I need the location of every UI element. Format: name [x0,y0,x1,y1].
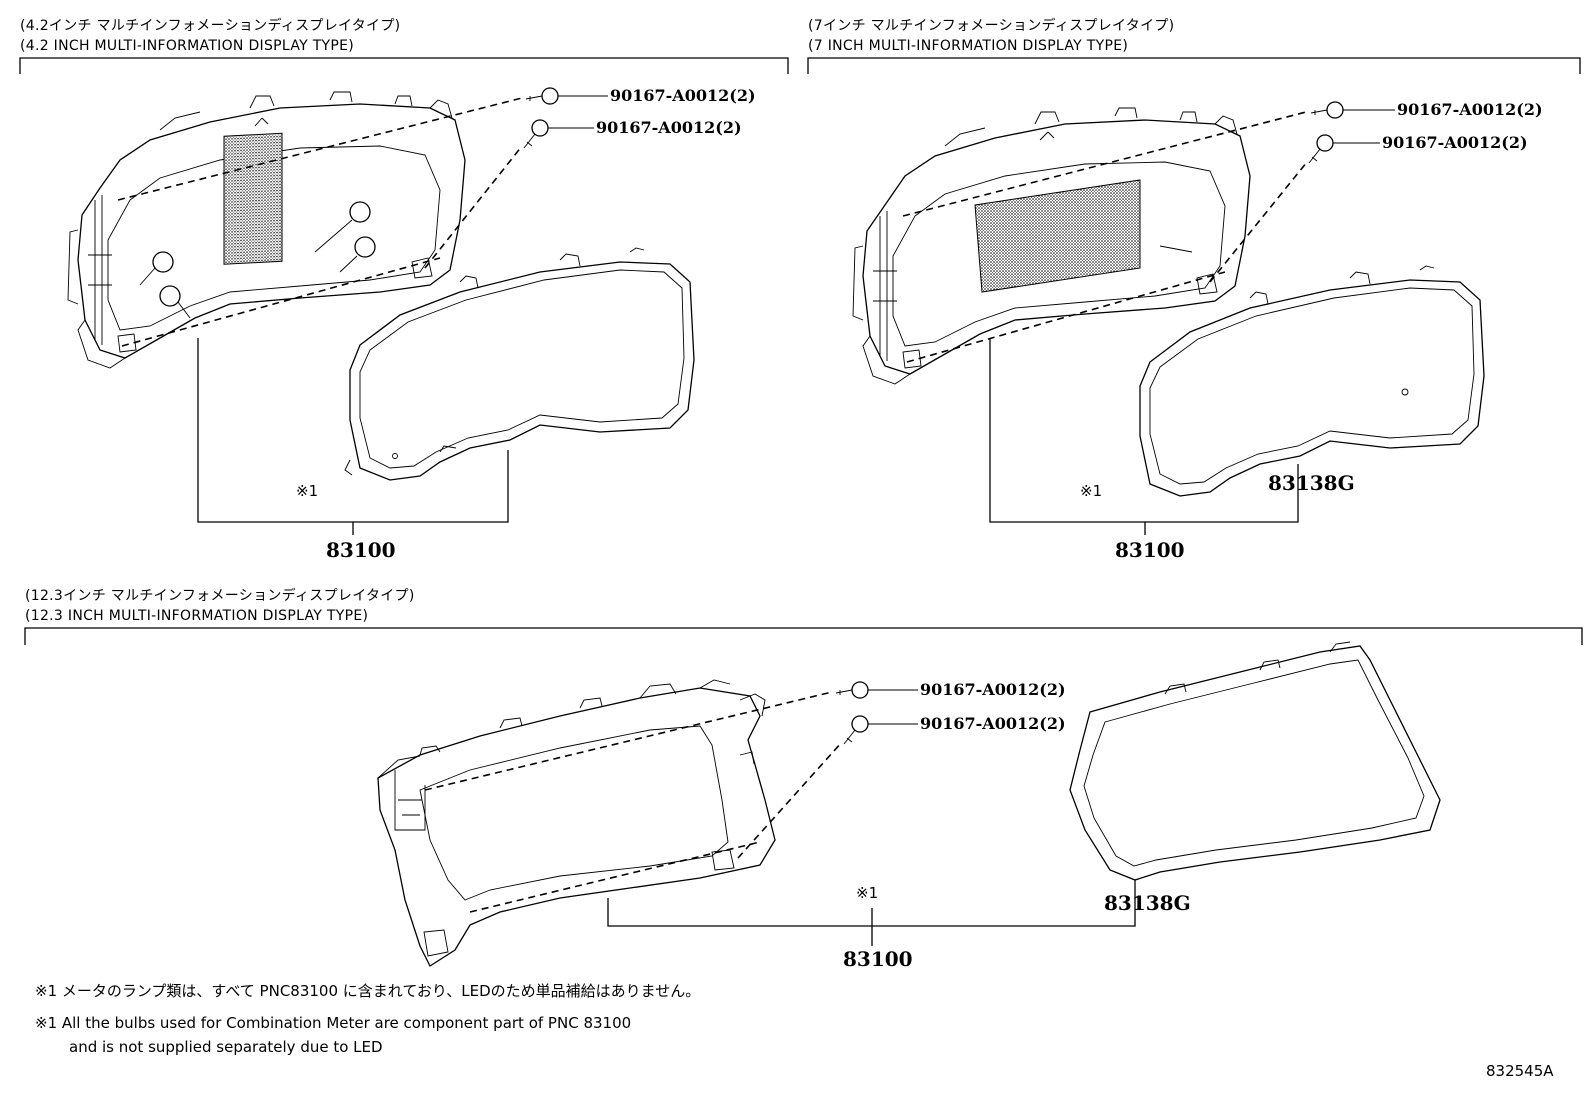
part-number-screw: 90167-A0012(2) [610,86,756,105]
section-title-jp: (4.2インチ マルチインフォメーションディスプレイタイプ) [20,17,400,34]
section-title-jp: (12.3インチ マルチインフォメーションディスプレイタイプ) [25,587,415,604]
note-mark: ※1 [1080,482,1102,500]
footnotes: ※1 メータのランプ類は、すべて PNC83100 に含まれており、LEDのため… [35,982,1554,1080]
section-title-en: (7 INCH MULTI-INFORMATION DISPLAY TYPE) [808,38,1128,54]
section-7-inch: (7インチ マルチインフォメーションディスプレイタイプ) (7 INCH MUL… [807,17,1581,562]
section-title-en: (12.3 INCH MULTI-INFORMATION DISPLAY TYP… [25,608,368,624]
part-number-screw: 90167-A0012(2) [596,118,742,137]
screw-icon [523,87,559,149]
part-number-glass: 83138G [1104,891,1191,915]
combination-meter-housing [852,107,1251,385]
note-mark: ※1 [856,884,878,902]
meter-glass [1139,265,1485,497]
footnote-en-line2: and is not supplied separately due to LE… [69,1038,383,1056]
part-number-screw: 90167-A0012(2) [1397,100,1543,119]
screw-icon [835,681,869,745]
footnote-en-line1: ※1 All the bulbs used for Combination Me… [35,1014,631,1032]
section-bracket [807,57,1581,74]
screw-icon [1308,101,1344,164]
meter-glass [344,247,695,481]
section-title-jp: (7インチ マルチインフォメーションディスプレイタイプ) [808,17,1174,34]
part-number-assembly: 83100 [843,947,913,971]
combination-meter-housing [377,679,776,967]
part-number-assembly: 83100 [326,538,396,562]
meter-glass [1069,641,1441,881]
figure-id: 832545A [1486,1062,1554,1080]
note-mark: ※1 [296,482,318,500]
section-12-3-inch: (12.3インチ マルチインフォメーションディスプレイタイプ) (12.3 IN… [24,587,1583,971]
part-number-screw: 90167-A0012(2) [920,714,1066,733]
section-title-en: (4.2 INCH MULTI-INFORMATION DISPLAY TYPE… [20,38,354,54]
part-number-screw: 90167-A0012(2) [920,680,1066,699]
part-number-glass: 83138G [1268,471,1355,495]
part-number-screw: 90167-A0012(2) [1382,133,1528,152]
footnote-jp: ※1 メータのランプ類は、すべて PNC83100 に含まれており、LEDのため… [35,982,700,1000]
section-bracket [19,57,789,74]
section-4-2-inch: (4.2インチ マルチインフォメーションディスプレイタイプ) (4.2 INCH… [19,17,789,562]
part-number-assembly: 83100 [1115,538,1185,562]
section-bracket [24,627,1583,645]
combination-meter-housing [67,91,466,369]
